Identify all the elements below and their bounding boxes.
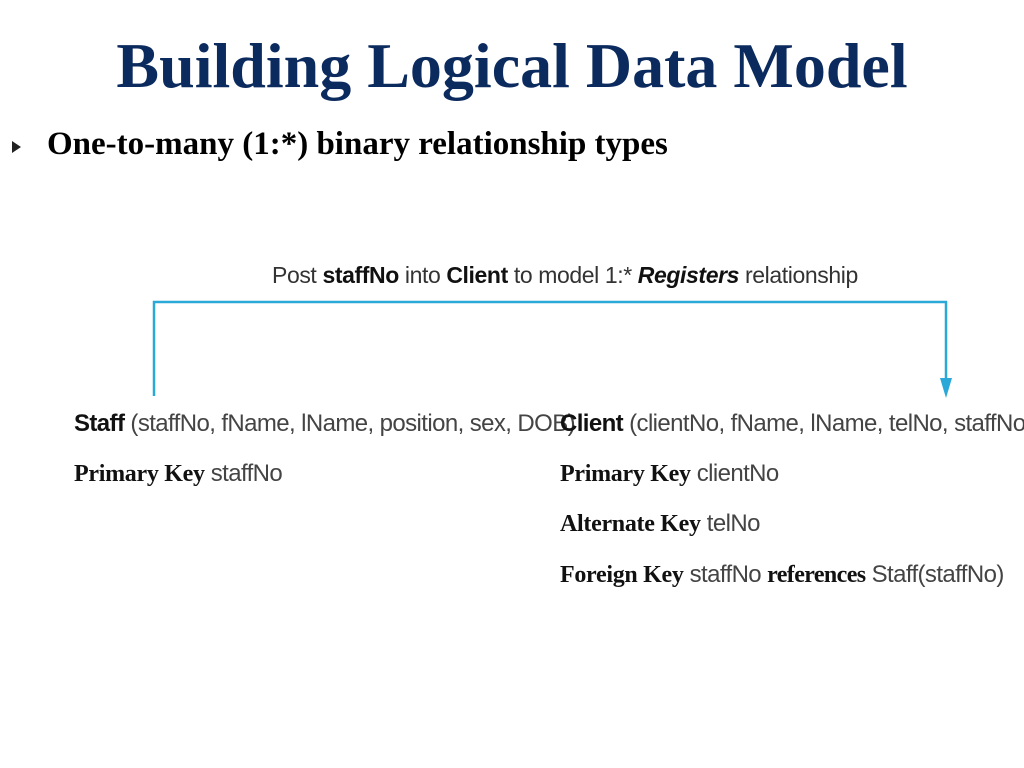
client-primary-key-value: clientNo bbox=[696, 460, 780, 487]
caption-entity: Client bbox=[446, 262, 508, 288]
staff-relation-name: Staff bbox=[74, 410, 125, 437]
client-alternate-key: Alternate Key telNo bbox=[560, 510, 760, 538]
client-alternate-key-label: Alternate Key bbox=[560, 511, 701, 537]
staff-relation: Staff (staffNo, fName, lName, position, … bbox=[74, 410, 576, 438]
client-foreign-key: Foreign Key staffNo references Staff(sta… bbox=[560, 561, 1004, 589]
caption-to-model: to model 1:* bbox=[513, 262, 632, 288]
staff-primary-key-value: staffNo bbox=[210, 460, 283, 487]
connector-arrowhead bbox=[940, 378, 952, 398]
connector-line bbox=[152, 300, 948, 396]
client-references-target: Staff(staffNo) bbox=[871, 561, 1005, 588]
client-primary-key: Primary Key clientNo bbox=[560, 460, 779, 488]
client-primary-key-label: Primary Key bbox=[560, 461, 691, 487]
arrow-bullet-icon bbox=[12, 140, 21, 153]
diagram-caption: Post staffNo into Client to model 1:* Re… bbox=[272, 262, 858, 289]
client-foreign-key-value: staffNo bbox=[689, 561, 762, 588]
client-alternate-key-value: telNo bbox=[706, 510, 761, 537]
bullet-item: One-to-many (1:*) binary relationship ty… bbox=[12, 126, 668, 163]
client-relation-attributes: (clientNo, fName, lName, telNo, staffNo) bbox=[629, 410, 1024, 437]
caption-relationship: Registers bbox=[637, 262, 740, 288]
caption-into: into bbox=[404, 262, 441, 288]
caption-tail: relationship bbox=[745, 262, 858, 288]
caption-post: Post bbox=[272, 262, 317, 288]
slide-title: Building Logical Data Model bbox=[116, 30, 908, 101]
bullet-text: One-to-many (1:*) binary relationship ty… bbox=[47, 126, 668, 162]
staff-primary-key-label: Primary Key bbox=[74, 461, 205, 487]
client-relation-name: Client bbox=[560, 410, 624, 437]
client-relation: Client (clientNo, fName, lName, telNo, s… bbox=[560, 410, 1024, 438]
staff-relation-attributes: (staffNo, fName, lName, position, sex, D… bbox=[130, 410, 576, 437]
client-references-label: references bbox=[767, 562, 866, 588]
staff-primary-key: Primary Key staffNo bbox=[74, 460, 283, 488]
caption-attr: staffNo bbox=[322, 262, 399, 288]
client-foreign-key-label: Foreign Key bbox=[560, 562, 684, 588]
